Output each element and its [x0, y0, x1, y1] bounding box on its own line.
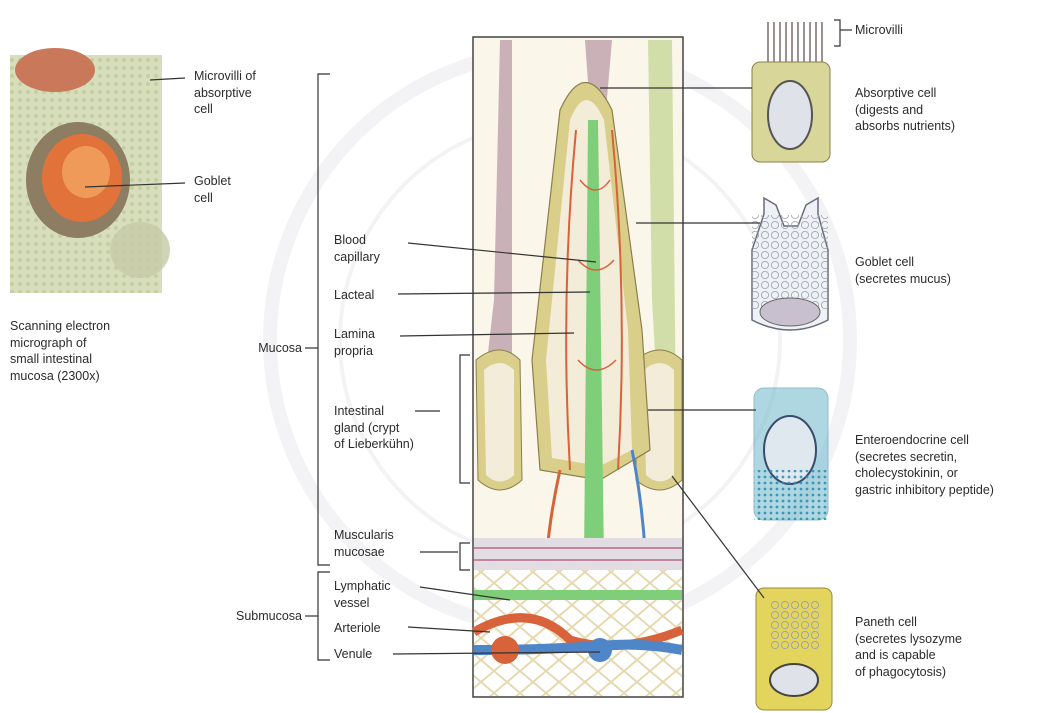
label-micrograph-caption: Scanning electron micrograph of small in… — [10, 318, 110, 384]
sem-micrograph — [10, 48, 170, 293]
label-enteroendocrine-cell: Enteroendocrine cell (secretes secretin,… — [855, 432, 994, 498]
label-lacteal: Lacteal — [334, 287, 374, 304]
paneth-cell-illustration — [756, 588, 832, 710]
label-blood-capillary: Blood capillary — [334, 232, 380, 265]
label-mucosa: Mucosa — [230, 340, 302, 357]
enteroendocrine-cell-illustration — [754, 388, 828, 520]
label-micrograph-microvilli: Microvilli of absorptive cell — [194, 68, 256, 118]
label-microvilli: Microvilli — [855, 22, 903, 39]
label-paneth-cell: Paneth cell (secretes lysozyme and is ca… — [855, 614, 962, 680]
label-intestinal-gland: Intestinal gland (crypt of Lieberkühn) — [334, 403, 414, 453]
label-micrograph-goblet: Goblet cell — [194, 173, 231, 206]
label-lamina-propria: Lamina propria — [334, 326, 375, 359]
label-lymphatic-vessel: Lymphatic vessel — [334, 578, 391, 611]
absorptive-cell-illustration — [752, 20, 830, 162]
label-venule: Venule — [334, 646, 372, 663]
label-submucosa: Submucosa — [205, 608, 302, 625]
label-goblet-cell: Goblet cell (secretes mucus) — [855, 254, 951, 287]
villus-diagram — [473, 37, 683, 697]
goblet-cell-illustration — [752, 198, 828, 330]
label-arteriole: Arteriole — [334, 620, 381, 637]
label-muscularis-mucosae: Muscularis mucosae — [334, 527, 394, 560]
label-absorptive-cell: Absorptive cell (digests and absorbs nut… — [855, 85, 955, 135]
